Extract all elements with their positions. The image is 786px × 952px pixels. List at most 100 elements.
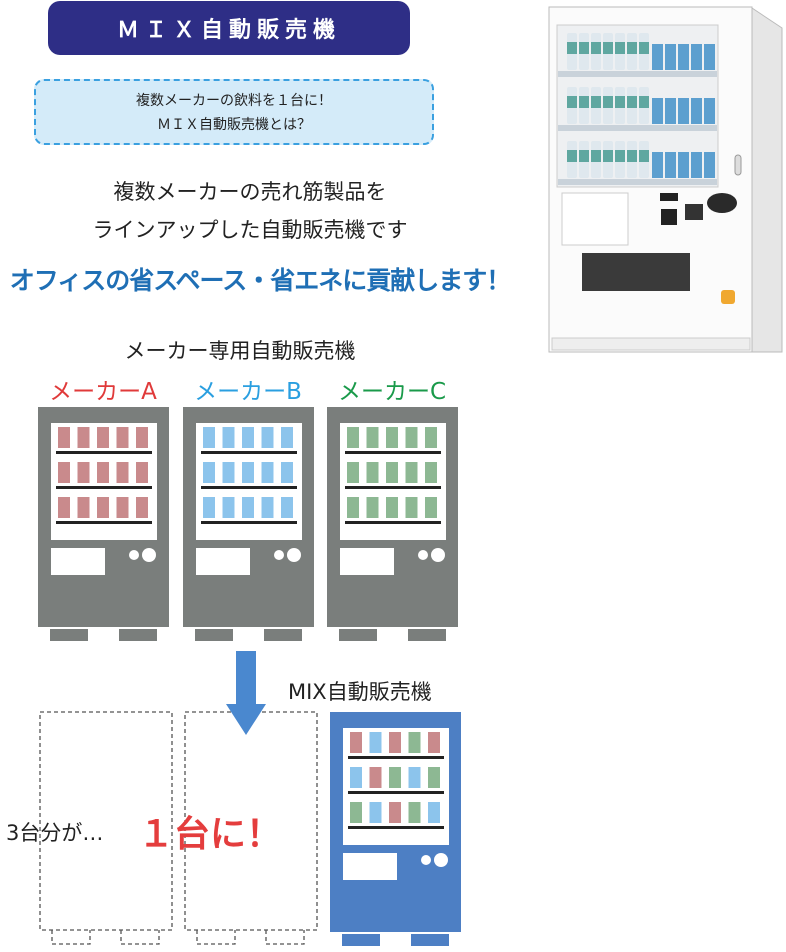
product [350, 802, 362, 823]
product [136, 427, 148, 448]
product [386, 497, 398, 518]
small-button-icon [418, 550, 428, 560]
small-button-icon [129, 550, 139, 560]
product [77, 427, 90, 448]
product [369, 802, 382, 823]
product-outlet [582, 253, 690, 291]
product [366, 497, 379, 518]
carton [691, 44, 702, 70]
bill-slot [685, 204, 703, 220]
shelf-rail [558, 125, 717, 131]
maker-machine-2 [327, 407, 458, 641]
product [136, 462, 148, 483]
maker-a-label: メーカーA [49, 379, 157, 405]
maker-b-label: メーカーB [194, 379, 302, 405]
product [242, 497, 254, 518]
removed-machine-outline [39, 711, 173, 945]
product [366, 462, 379, 483]
bottle-label [627, 150, 637, 162]
product [405, 497, 418, 518]
large-button-icon [287, 548, 301, 562]
bottle-label [603, 150, 613, 162]
shelf [348, 826, 444, 829]
bottle-label [639, 96, 649, 108]
bottle-label [567, 150, 577, 162]
carton [665, 44, 676, 70]
machine-leg [408, 629, 446, 641]
bottle-label [627, 96, 637, 108]
bottle-label [579, 96, 589, 108]
sample-panel [561, 192, 629, 246]
product [242, 427, 254, 448]
vending-machine-photo [548, 6, 783, 353]
product [222, 462, 235, 483]
product [281, 462, 293, 483]
carton [678, 98, 689, 124]
product [222, 427, 235, 448]
product [281, 427, 293, 448]
product [261, 497, 274, 518]
bottle-label [615, 42, 625, 54]
shelf [348, 756, 444, 759]
carton [691, 152, 702, 178]
shelf [56, 521, 152, 524]
carton [678, 44, 689, 70]
shelf [56, 486, 152, 489]
carton [652, 98, 663, 124]
product [136, 497, 148, 518]
outline-body [39, 711, 173, 931]
product [97, 462, 109, 483]
arrow-down-icon [226, 651, 266, 735]
shelf [201, 486, 297, 489]
machine-leg [119, 629, 157, 641]
base-vent [551, 337, 751, 351]
product [347, 497, 359, 518]
shelf-rail [558, 179, 717, 185]
shelf [201, 451, 297, 454]
mix-label: MIX自動販売機 [288, 680, 432, 704]
carton [691, 98, 702, 124]
product [203, 462, 215, 483]
product [428, 767, 440, 788]
slogan: オフィスの省スペース・省エネに貢献します！ [9, 266, 512, 295]
shelf [201, 521, 297, 524]
maker-machine-1 [183, 407, 314, 641]
bottle-label [591, 96, 601, 108]
product [116, 462, 129, 483]
product [203, 427, 215, 448]
product [97, 497, 109, 518]
product [386, 462, 398, 483]
product [116, 497, 129, 518]
door-lock [734, 154, 742, 176]
product [425, 497, 437, 518]
bottle-label [603, 96, 613, 108]
shelf [345, 451, 441, 454]
product [58, 497, 70, 518]
outline-legs [196, 930, 305, 945]
bottle-label [639, 150, 649, 162]
product [405, 462, 418, 483]
product [350, 732, 362, 753]
shelf [56, 451, 152, 454]
machine-leg [339, 629, 377, 641]
product [389, 767, 401, 788]
carton [678, 152, 689, 178]
intro-box: 複数メーカーの飲料を１台に！ ＭＩＸ自動販売機とは？ [34, 79, 434, 145]
product [116, 427, 129, 448]
carton [665, 152, 676, 178]
card-reader [661, 209, 677, 225]
shelf [348, 791, 444, 794]
product [97, 427, 109, 448]
bottle-label [567, 96, 577, 108]
large-button-icon [431, 548, 445, 562]
product [203, 497, 215, 518]
product [428, 802, 440, 823]
product [261, 462, 274, 483]
product [386, 427, 398, 448]
bottle-label [615, 150, 625, 162]
product [425, 462, 437, 483]
product [58, 427, 70, 448]
coin-return [721, 290, 735, 304]
description-line-1: 複数メーカーの売れ筋製品を [113, 180, 387, 204]
bottle-label [591, 42, 601, 54]
